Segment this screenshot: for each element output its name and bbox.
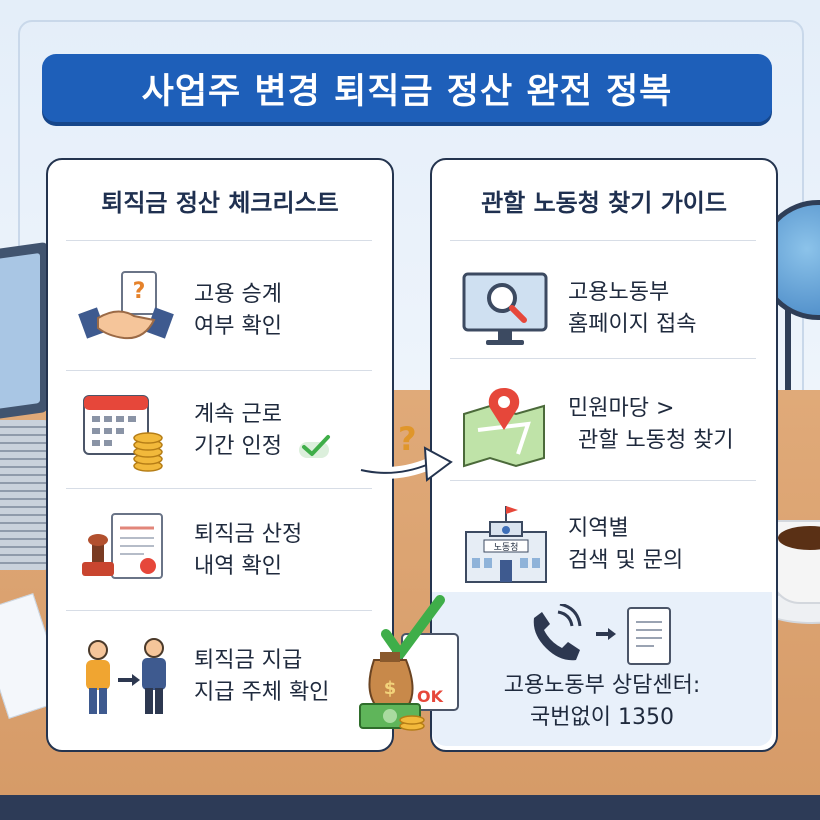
contact-info: 고용노동부 상담센터: 국번없이 1350 [432, 670, 772, 734]
phone-to-document-icon [533, 604, 671, 665]
svg-text:$: $ [384, 678, 397, 699]
laptop-screen [0, 241, 48, 425]
divider [450, 240, 756, 241]
coins-icon [399, 715, 425, 731]
divider [66, 370, 372, 371]
svg-text:노동청: 노동청 [494, 542, 519, 553]
checklist-item: 계속 근로 기간 인정 [48, 372, 392, 490]
divider [66, 610, 372, 611]
divider [450, 480, 756, 481]
guide-item-text: 고용노동부 홈페이지 접속 [568, 280, 697, 337]
divider [66, 240, 372, 241]
guide-item: 노동청 지역별 검색 및 문의 [432, 486, 776, 604]
guide-item-text: 민원마당 > 관할 노동청 찾기 [568, 396, 734, 453]
divider [450, 358, 756, 359]
divider [66, 488, 372, 489]
checklist-item-text: 고용 승계 여부 확인 [194, 282, 282, 339]
contact-number: 국번없이 1350 [530, 705, 674, 730]
checklist-item-text: 퇴직금 지급 지급 주체 확인 [194, 648, 330, 705]
checklist-item: 퇴직금 지급 지급 주체 확인 [48, 618, 392, 736]
checklist-item: 퇴직금 산정 내역 확인 [48, 492, 392, 610]
guide-item: 고용노동부 홈페이지 접속 [432, 250, 776, 368]
guide-item: 민원마당 > 관할 노동청 찾기 [432, 366, 776, 484]
laptop-keyboard [0, 420, 50, 570]
monitor-search-icon [462, 272, 548, 345]
map-pin-icon [463, 388, 545, 468]
floor-strip [0, 795, 820, 820]
government-building-icon: 노동청 [465, 506, 547, 583]
stamp-document-icon [82, 513, 163, 579]
phone-icon [533, 612, 580, 661]
document-icon [627, 607, 671, 665]
people-transfer-icon [86, 638, 166, 714]
checklist-panel: 퇴직금 정산 체크리스트 ? 고용 승계 여부 확인 [46, 158, 394, 752]
guide-item-text: 지역별 검색 및 문의 [568, 516, 684, 573]
checklist-item: ? 고용 승계 여부 확인 [48, 252, 392, 370]
globe-stand [785, 310, 820, 390]
question-mark-icon: ? [398, 420, 417, 458]
money-ok-icon: OK $ [359, 595, 459, 731]
checklist-header: 퇴직금 정산 체크리스트 [101, 188, 339, 217]
checklist-item-text: 퇴직금 산정 내역 확인 [194, 522, 303, 579]
checklist-item-text: 계속 근로 기간 인정 [194, 372, 333, 490]
svg-text:OK: OK [417, 687, 444, 706]
curved-arrow-icon [355, 446, 453, 482]
page-title: 사업주 변경 퇴직금 정산 완전 정복 [42, 54, 772, 122]
svg-text:?: ? [133, 279, 146, 304]
guide-header: 관할 노동청 찾기 가이드 [481, 188, 727, 217]
contact-box: 고용노동부 상담센터: 국번없이 1350 [432, 592, 772, 746]
handshake-icon: ? [78, 271, 174, 340]
guide-panel: 관할 노동청 찾기 가이드 고용노동부 홈페이지 접속 민원마당 > 관할 노동… [430, 158, 778, 752]
check-icon [298, 435, 330, 458]
calendar-coins-icon [83, 395, 163, 472]
contact-center-label: 고용노동부 상담센터: [503, 673, 701, 698]
